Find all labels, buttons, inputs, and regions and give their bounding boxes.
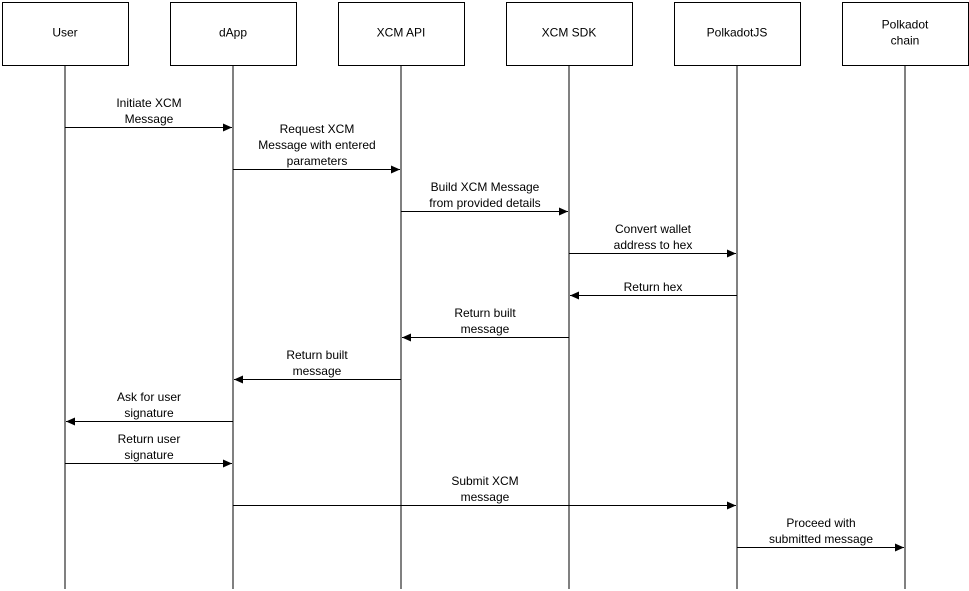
message: Return user signature [65,432,232,468]
participant-box [2,2,129,66]
message-label: signature [124,406,174,420]
message-label: Build XCM Message [431,180,540,194]
participant-label: Polkadot [882,18,929,32]
participant-xcm-sdk: XCM SDK [506,2,633,66]
message-label: from provided details [429,196,540,210]
participant-label: dApp [219,26,247,40]
message: Build XCM Message from provided details [401,180,568,216]
participant-xcm-api: XCM API [338,2,465,66]
message-label: message [461,490,510,504]
message: Return built message [234,348,401,384]
participant-label: User [52,26,77,40]
participant-label: XCM API [377,26,426,40]
message-label: parameters [287,154,348,168]
message-label: Return built [286,348,348,362]
message-label: Message [125,112,174,126]
message-label: Request XCM [280,122,355,136]
participant-label: PolkadotJS [707,26,768,40]
message: Initiate XCM Message [65,96,232,132]
participant-box [842,2,969,66]
message-label: Return built [454,306,516,320]
participant-polkadotjs: PolkadotJS [674,2,801,66]
message-label: message [293,364,342,378]
message-label: Initiate XCM [116,96,181,110]
message: Submit XCM message [233,474,736,510]
message-label: signature [124,448,174,462]
message-label: Submit XCM [451,474,518,488]
message-label: address to hex [614,238,693,252]
message-label: Return hex [624,280,683,294]
participant-user: User [2,2,129,66]
message-label: Message with entered [258,138,375,152]
message-label: Return user [118,432,181,446]
participant-box [506,2,633,66]
participant-label: XCM SDK [542,26,597,40]
message: Request XCM Message with entered parameter… [233,122,400,174]
message: Return built message [402,306,569,342]
message-label: Ask for user [117,390,181,404]
participant-label: chain [891,34,920,48]
message-label: Proceed with [786,516,855,530]
message: Return hex [570,280,737,300]
message: Ask for user signature [66,390,233,426]
message-label: message [461,322,510,336]
participant-box [674,2,801,66]
message: Proceed with submitted message [737,516,904,552]
participant-dapp: dApp [170,2,297,66]
message: Convert wallet address to hex [569,222,736,258]
message-label: Convert wallet [615,222,692,236]
participant-box [338,2,465,66]
participant-box [170,2,297,66]
participants-layer: User dApp XCM API XCM SDK PolkadotJS Polkadot… [2,2,969,66]
lifelines-layer [64,65,906,589]
participant-polkadot-chain: Polkadot chain [842,2,969,66]
message-label: submitted message [769,532,873,546]
